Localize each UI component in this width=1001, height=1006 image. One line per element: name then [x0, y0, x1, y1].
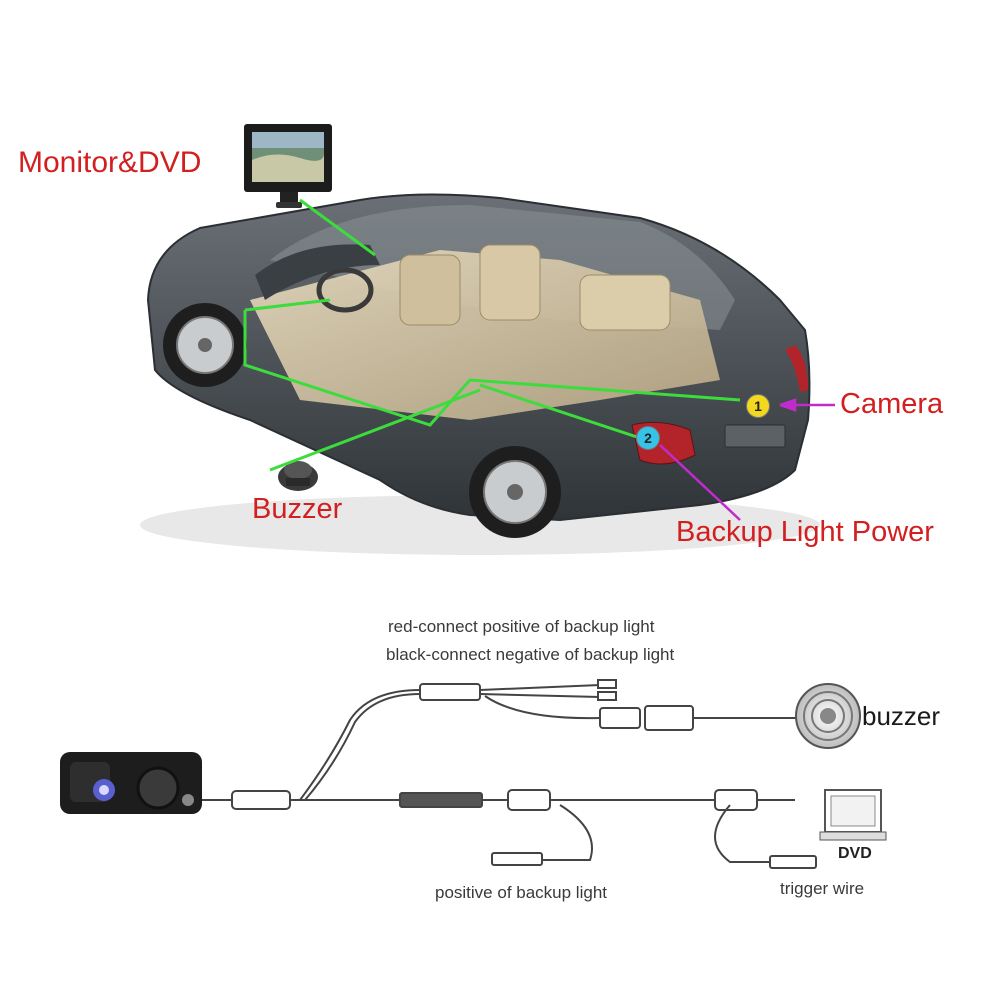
buzzer-label-bottom: buzzer — [862, 701, 941, 731]
marker-1: 1 — [746, 394, 770, 418]
cables — [202, 679, 817, 869]
magenta-pointers — [659, 398, 835, 521]
backup-light-power-label: Backup Light Power — [676, 516, 934, 548]
green-wires — [243, 198, 741, 472]
buzzer-device-bottom — [795, 683, 861, 749]
front-wheel — [163, 303, 247, 387]
monitor-label: Monitor&DVD — [18, 146, 202, 179]
positive-backup-label: positive of backup light — [435, 883, 607, 902]
trigger-wire-label: trigger wire — [780, 879, 865, 898]
rear-wheel — [469, 446, 561, 538]
camera-label: Camera — [840, 388, 944, 420]
monitor-device — [244, 124, 332, 208]
camera-module — [60, 752, 202, 814]
red-connect-label: red-connect positive of backup light — [388, 617, 655, 636]
car-illustration — [140, 193, 820, 555]
buzzer-device-top — [278, 461, 318, 491]
black-connect-label: black-connect negative of backup light — [386, 645, 675, 664]
buzzer-label-top: Buzzer — [252, 493, 343, 525]
dvd-label: DVD — [838, 845, 872, 862]
dvd-monitor-icon — [819, 789, 887, 841]
marker-2: 2 — [636, 426, 660, 450]
